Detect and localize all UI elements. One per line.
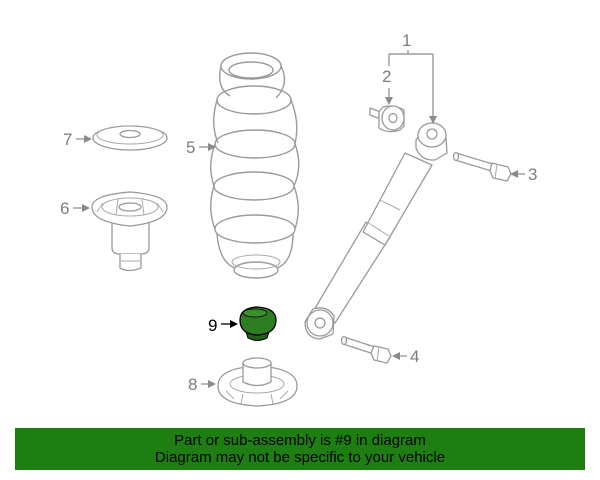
callout-6-label: 6 [60,199,69,218]
part-7-spring-seat [92,125,168,151]
part-6-bump-stop [91,191,168,272]
callout-2[interactable]: 2 [382,67,393,105]
info-banner: Part or sub-assembly is #9 in diagram Di… [15,428,585,470]
banner-line-1: Part or sub-assembly is #9 in diagram [174,432,426,449]
callout-1-label: 1 [402,31,411,50]
part-4-lower-bolt [340,335,392,364]
part-2-bushing [369,105,405,133]
callout-9-label: 9 [208,316,217,335]
callout-8-label: 8 [188,375,197,394]
callout-6[interactable]: 6 [60,199,90,218]
callout-8[interactable]: 8 [188,375,216,394]
callout-2-label: 2 [382,67,391,86]
callout-5[interactable]: 5 [186,138,216,157]
part-1-shock-absorber [304,122,448,340]
part-3-upper-bolt [452,151,512,182]
callout-5-label: 5 [186,138,195,157]
callout-1[interactable]: 1 [388,31,437,124]
callout-3[interactable]: 3 [510,165,537,184]
part-8-lower-spring-seat [217,357,298,407]
callout-7-label: 7 [63,130,72,149]
callout-7[interactable]: 7 [63,130,92,149]
callout-4-label: 4 [410,347,419,366]
banner-line-2: Diagram may not be specific to your vehi… [154,449,446,466]
callout-3-label: 3 [528,165,537,184]
callout-9[interactable]: 9 [208,316,238,335]
part-9-bump-cap[interactable] [239,306,277,341]
callout-4[interactable]: 4 [392,347,419,366]
part-5-coil-spring [210,52,300,279]
